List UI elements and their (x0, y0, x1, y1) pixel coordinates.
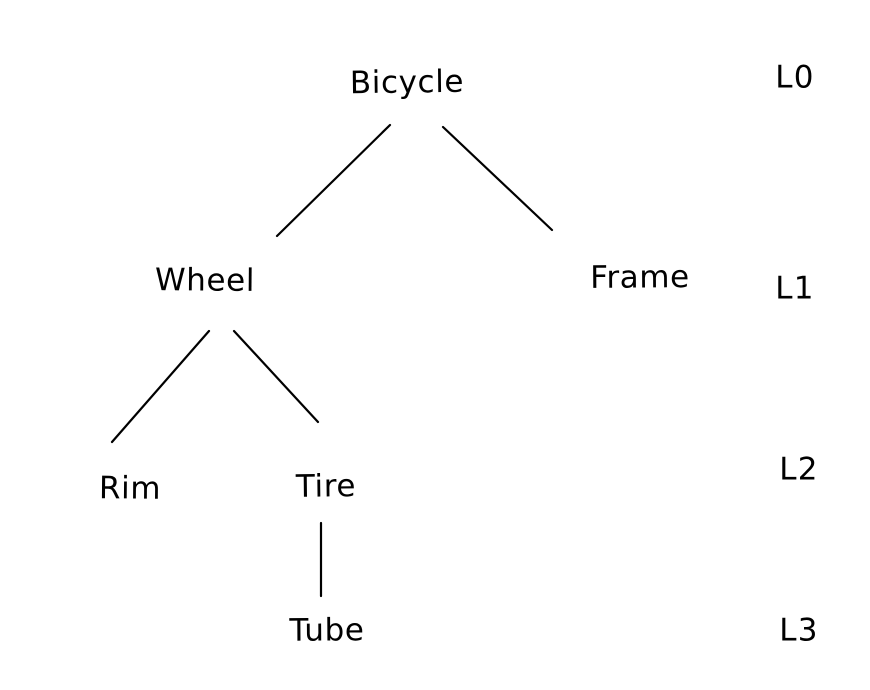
edge-bicycle-frame (441, 125, 554, 232)
node-tube[interactable]: Tube (289, 612, 365, 649)
level-label-l2: L2 (779, 451, 819, 488)
node-tire[interactable]: Tire (295, 468, 357, 505)
level-label-l0: L0 (775, 59, 815, 96)
edge-bicycle-wheel (275, 123, 392, 238)
node-wheel[interactable]: Wheel (154, 262, 256, 299)
node-bicycle[interactable]: Bicycle (349, 63, 465, 102)
edge-wheel-tire (232, 329, 320, 424)
edge-wheel-rim (110, 329, 211, 444)
node-rim[interactable]: Rim (98, 470, 162, 507)
node-frame[interactable]: Frame (590, 259, 690, 296)
level-label-l3: L3 (779, 612, 819, 649)
level-label-l1: L1 (775, 270, 815, 307)
